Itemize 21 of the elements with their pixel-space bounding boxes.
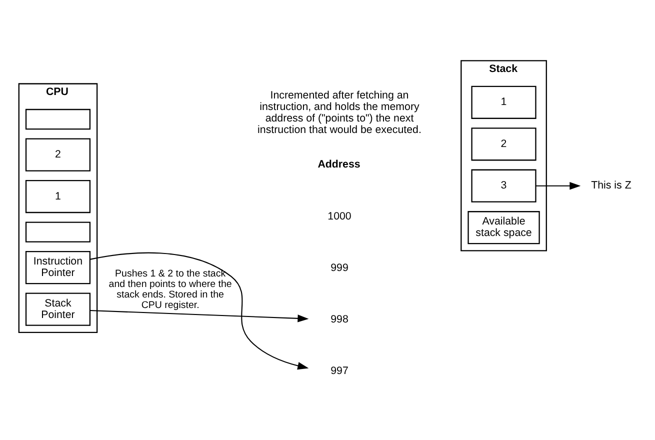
node-box: 1	[25, 179, 91, 213]
node-box: 2	[471, 127, 536, 160]
node-text: 997	[330, 364, 348, 377]
node-box: Stack Pointer	[25, 292, 91, 326]
edge-label: Pushes 1 & 2 to the stack and then points to where the stack ends. Stored in the CPU register.	[108, 268, 232, 311]
node-text: 998	[330, 313, 348, 326]
label: 999	[330, 262, 348, 274]
label: 1000	[328, 210, 352, 222]
node-text: This is Z	[591, 179, 632, 192]
node-box: 1	[471, 85, 536, 118]
node-box: Available stack space	[468, 210, 540, 244]
label: Incremented after fetching an instruction, and holds the memory address of ("points to") the next instruction that would be executed.	[258, 88, 422, 136]
node-box: 3	[471, 168, 536, 202]
arrow	[90, 309, 309, 322]
node-box	[25, 221, 91, 242]
node-box	[25, 108, 91, 130]
arrow	[90, 252, 309, 370]
label: Address	[318, 158, 360, 170]
node-box: 2	[25, 138, 91, 171]
node-box: Instruction Pointer	[25, 250, 91, 284]
arrow	[536, 182, 581, 190]
